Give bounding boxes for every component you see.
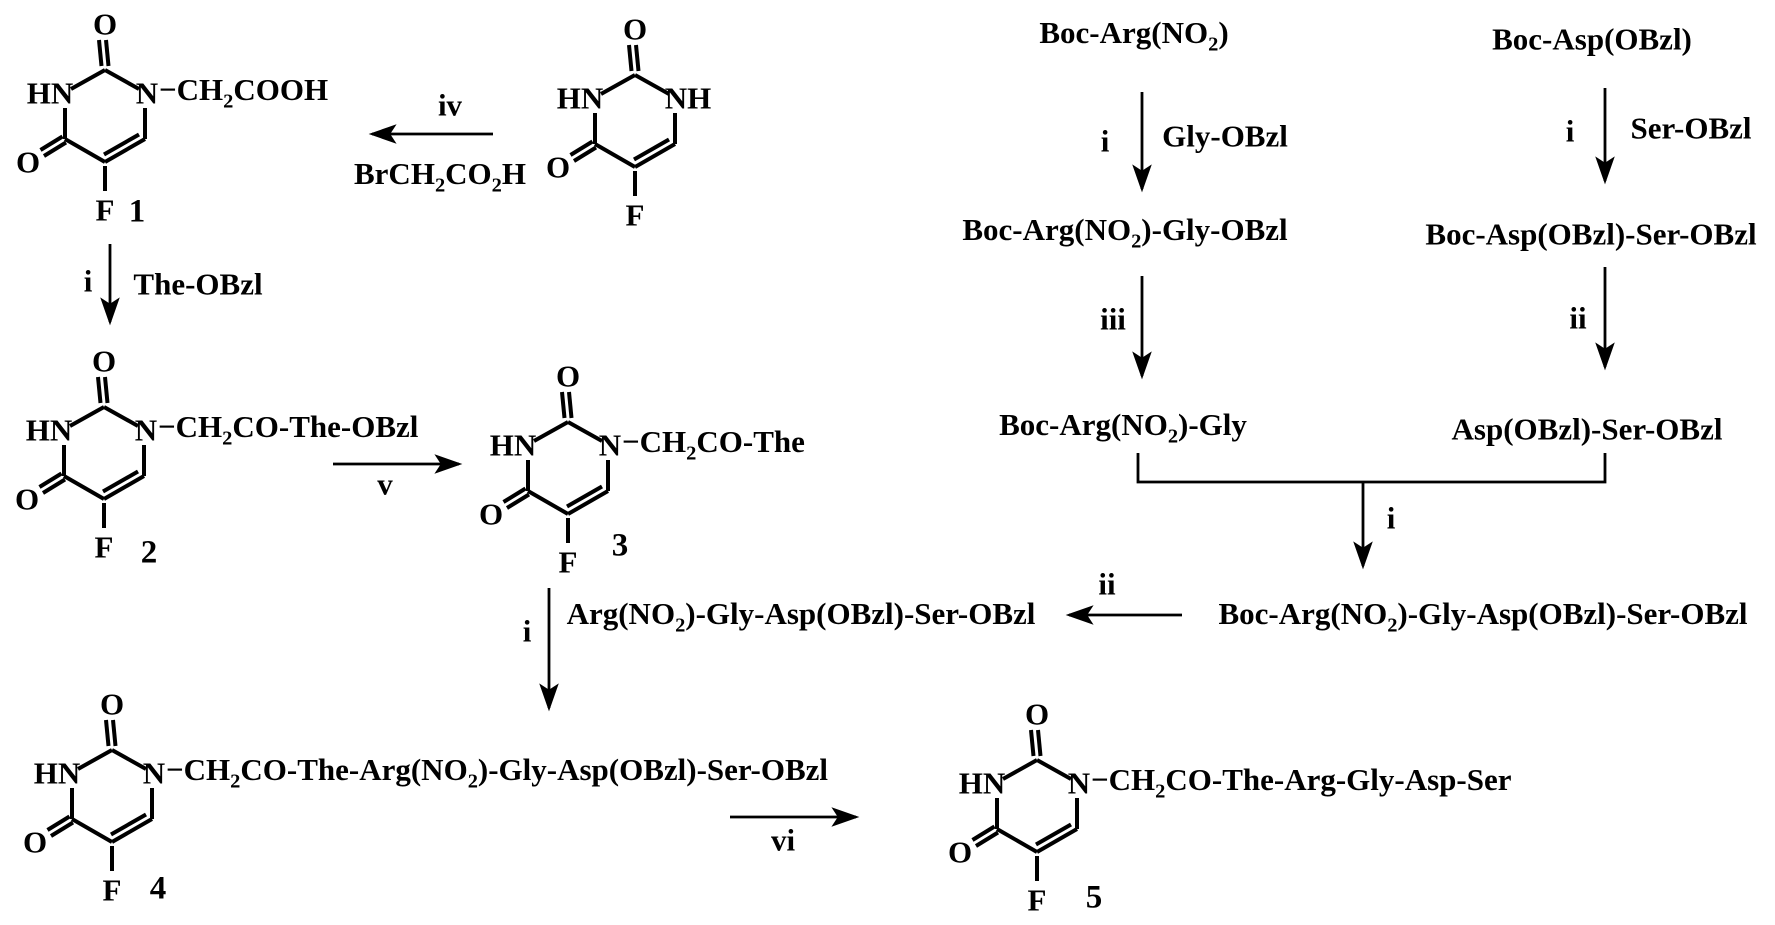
reagent-brch2co2h: BrCH2CO2H bbox=[354, 156, 526, 197]
step-i-conv-label: i bbox=[1386, 500, 1396, 536]
step-v-label: v bbox=[377, 466, 393, 502]
atom-nh: NH bbox=[664, 80, 712, 116]
atom-hn: HN bbox=[26, 75, 74, 111]
atom-o-left: O bbox=[947, 834, 973, 870]
atom-hn: HN bbox=[489, 427, 537, 463]
side-chain: −CH2CO-The-Arg-Gly-Asp-Ser bbox=[1091, 762, 1512, 803]
side-chain: −CH2CO-The-OBzl bbox=[158, 409, 419, 450]
atom-hn: HN bbox=[958, 765, 1006, 801]
atom-n: N bbox=[598, 427, 622, 463]
compound-asp-ser-obzl: Asp(OBzl)-Ser-OBzl bbox=[1451, 411, 1723, 447]
atom-o-left: O bbox=[15, 144, 41, 180]
atom-f: F bbox=[95, 192, 115, 228]
atom-o-top: O bbox=[555, 358, 581, 394]
compound-boc-arg-gly-obzl: Boc-Arg(NO2)-Gly-OBzl bbox=[962, 212, 1288, 253]
atom-f: F bbox=[1027, 882, 1047, 918]
atom-f: F bbox=[625, 197, 645, 233]
compound-arg-gly-asp-ser: Arg(NO2)-Gly-Asp(OBzl)-Ser-OBzl bbox=[566, 596, 1036, 637]
reagent-the-obzl: The-OBzl bbox=[133, 266, 263, 302]
atom-o-top: O bbox=[1024, 696, 1050, 732]
atom-hn: HN bbox=[33, 755, 81, 791]
reagent-ser-obzl: Ser-OBzl bbox=[1630, 110, 1752, 146]
step-iv-label: iv bbox=[437, 87, 463, 123]
atom-f: F bbox=[94, 529, 114, 565]
step-i-label: i bbox=[83, 263, 93, 299]
atom-n: N bbox=[135, 75, 159, 111]
step-ii-b-label: ii bbox=[1098, 566, 1116, 602]
step-vi-label: vi bbox=[770, 822, 796, 858]
compound-boc-arg-gly-asp-ser: Boc-Arg(NO2)-Gly-Asp(OBzl)-Ser-OBzl bbox=[1218, 596, 1748, 637]
atom-n: N bbox=[142, 755, 166, 791]
compound-number: 5 bbox=[1085, 879, 1103, 916]
compound-boc-asp-ser-obzl: Boc-Asp(OBzl)-Ser-OBzl bbox=[1425, 216, 1757, 252]
step-ii-a-label: ii bbox=[1569, 300, 1587, 336]
step-iii-label: iii bbox=[1100, 301, 1126, 337]
step-i-ser-label: i bbox=[1565, 113, 1575, 149]
compound-number: 3 bbox=[611, 527, 629, 564]
atom-hn: HN bbox=[556, 80, 604, 116]
side-chain: −CH2CO-The bbox=[622, 424, 805, 465]
atom-hn: HN bbox=[25, 412, 73, 448]
atom-o-top: O bbox=[99, 686, 125, 722]
compound-boc-arg: Boc-Arg(NO2) bbox=[1039, 15, 1229, 56]
side-chain: −CH2CO-The-Arg(NO2)-Gly-Asp(OBzl)-Ser-OB… bbox=[166, 752, 829, 793]
atom-o-left: O bbox=[545, 149, 571, 185]
reagent-gly-obzl: Gly-OBzl bbox=[1162, 118, 1288, 154]
compound-number: 4 bbox=[149, 870, 167, 907]
compound-number: 1 bbox=[128, 193, 146, 230]
step-i-gly-label: i bbox=[1100, 123, 1110, 159]
compound-boc-asp: Boc-Asp(OBzl) bbox=[1492, 21, 1692, 57]
atom-o-left: O bbox=[14, 481, 40, 517]
atom-f: F bbox=[102, 872, 122, 908]
side-chain: −CH2COOH bbox=[159, 72, 329, 113]
step-i-pep-label: i bbox=[522, 613, 532, 649]
atom-o-top: O bbox=[622, 11, 648, 47]
atom-n: N bbox=[1067, 765, 1091, 801]
atom-f: F bbox=[558, 544, 578, 580]
atom-o-left: O bbox=[22, 824, 48, 860]
atom-n: N bbox=[134, 412, 158, 448]
atom-o-left: O bbox=[478, 496, 504, 532]
atom-o-top: O bbox=[91, 343, 117, 379]
compound-number: 2 bbox=[140, 534, 158, 571]
compound-boc-arg-gly: Boc-Arg(NO2)-Gly bbox=[999, 407, 1247, 448]
atom-o-top: O bbox=[92, 6, 118, 42]
